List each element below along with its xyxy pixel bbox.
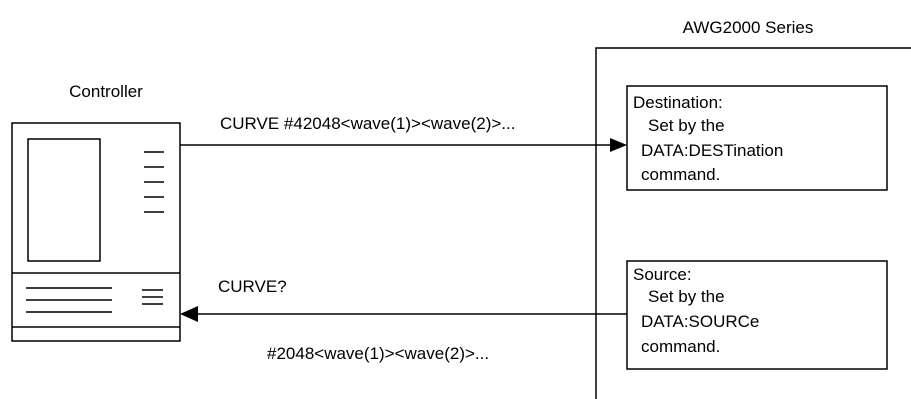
source-box: Source: Set by the DATA:SOURCe command.	[626, 260, 888, 370]
source-heading: Source:	[633, 265, 692, 284]
destination-line-1: Set by the	[648, 116, 725, 135]
source-box-frame	[626, 260, 888, 370]
source-line-3: command.	[641, 337, 720, 356]
destination-box-frame	[626, 85, 888, 191]
instrument-title: AWG2000 Series	[683, 18, 814, 37]
curve-query-message: CURVE?	[218, 277, 287, 296]
curve-response-message: #2048<wave(1)><wave(2)>...	[267, 344, 489, 363]
curve-write-arrow	[180, 138, 627, 152]
instrument-outline	[595, 47, 911, 399]
controller-case	[11, 122, 181, 342]
source-line-1: Set by the	[648, 287, 725, 306]
destination-heading: Destination:	[633, 93, 723, 112]
controller-label: Controller	[69, 82, 143, 101]
destination-line-2: DATA:DESTination	[641, 141, 783, 160]
arrowhead-right-icon	[610, 138, 627, 152]
arrowhead-left-icon	[180, 306, 198, 322]
destination-line-3: command.	[641, 165, 720, 184]
curve-write-message: CURVE #42048<wave(1)><wave(2)>...	[220, 114, 515, 133]
controller-computer-icon	[11, 122, 181, 342]
destination-box: Destination: Set by the DATA:DESTination…	[626, 85, 888, 191]
controller-screen	[27, 138, 101, 262]
source-line-2: DATA:SOURCe	[641, 312, 759, 331]
curve-response-arrow	[180, 306, 627, 322]
